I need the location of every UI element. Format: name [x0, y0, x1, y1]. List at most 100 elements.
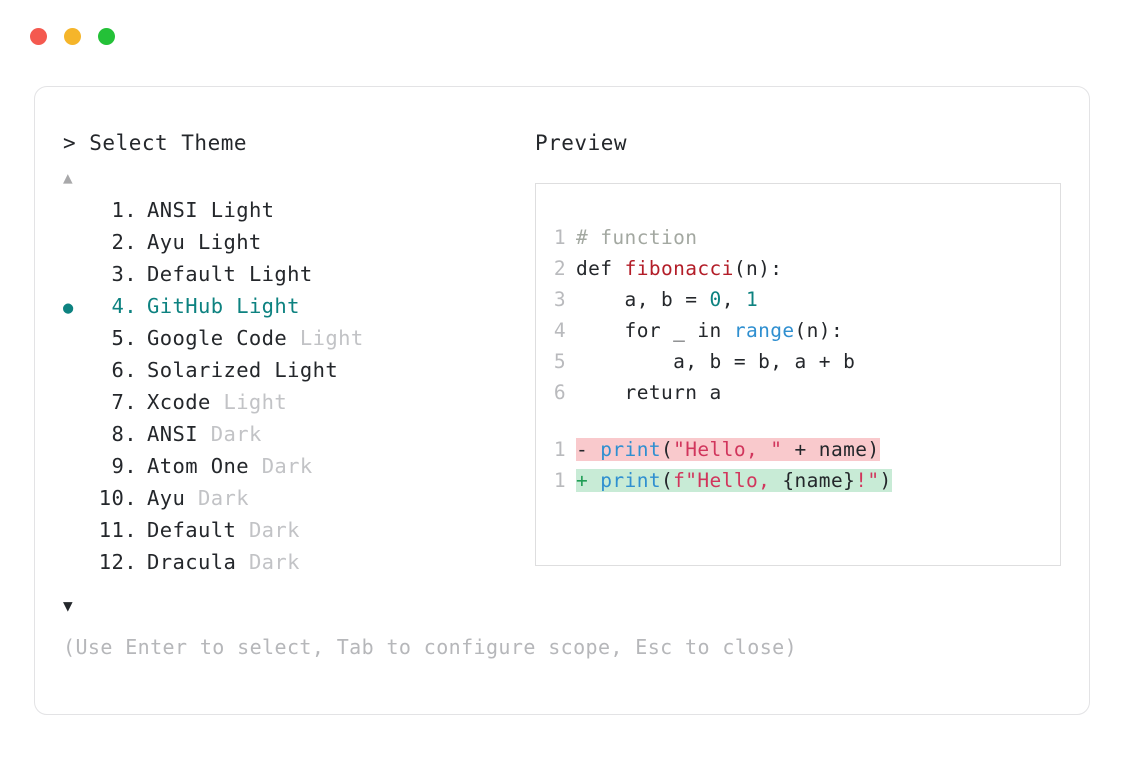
diff-block: 1- print("Hello, " + name)1 + print(f"Hel…	[536, 438, 1060, 500]
code-token: a, b =	[576, 288, 710, 311]
theme-list-item[interactable]: 7. Xcode Light	[63, 390, 533, 422]
code-line: 3 a, b = 0, 1	[536, 288, 1060, 319]
theme-list-item[interactable]: 1.ANSI Light	[63, 198, 533, 230]
theme-list-item[interactable]: 11.Default Dark	[63, 518, 533, 550]
code-line-text: for _ in range(n):	[576, 319, 843, 342]
theme-item-number: 11.	[98, 518, 137, 542]
theme-item-name: Atom One	[147, 454, 262, 478]
bullet-placeholder	[63, 268, 93, 285]
theme-item-number: 10.	[98, 486, 137, 510]
bullet-placeholder	[63, 428, 93, 445]
diff-line-body: + print(f"Hello, {name}!")	[576, 469, 892, 492]
bullet-placeholder	[63, 524, 93, 541]
theme-item-variant: Dark	[197, 486, 249, 510]
bullet-placeholder	[63, 204, 93, 221]
theme-item-variant: Dark	[248, 550, 300, 574]
diff-line-number: 1	[553, 469, 566, 492]
theme-item-number: 2.	[111, 230, 137, 254]
theme-item-name: Default	[147, 262, 249, 286]
diff-line-number: 1	[553, 438, 566, 461]
theme-list[interactable]: 1. ANSI Light 2. Ayu Light 3. Default Light…	[63, 198, 533, 582]
code-token: )	[879, 469, 892, 492]
theme-item-name: Google Code	[147, 326, 300, 350]
code-line: 4 for _ in range(n):	[536, 319, 1060, 350]
code-token: {name}	[782, 469, 856, 492]
code-token: + name)	[782, 438, 880, 461]
theme-item-variant: Light	[299, 326, 364, 350]
bullet-placeholder	[63, 364, 93, 381]
diff-added-line: 1 + print(f"Hello, {name}!")	[536, 469, 1060, 500]
close-window-button[interactable]	[30, 28, 47, 45]
scroll-up-indicator-icon[interactable]: ▲	[63, 168, 73, 187]
code-token: a, b = b, a + b	[576, 350, 856, 373]
theme-list-item[interactable]: 9. Atom One Dark	[63, 454, 533, 486]
theme-item-name: Ayu	[147, 230, 198, 254]
code-token: 0	[709, 288, 722, 311]
theme-item-name: Default	[147, 518, 249, 542]
theme-list-item[interactable]: 12. Dracula Dark	[63, 550, 533, 582]
minimize-window-button[interactable]	[64, 28, 81, 45]
theme-item-name: GitHub	[147, 294, 237, 318]
maximize-window-button[interactable]	[98, 28, 115, 45]
prompt-label: > Select Theme	[63, 131, 248, 155]
theme-list-item[interactable]: 6.Solarized Light	[63, 358, 533, 390]
theme-item-name: Solarized	[147, 358, 275, 382]
code-line-number: 5	[553, 350, 566, 373]
theme-item-variant: Dark	[261, 454, 313, 478]
theme-item-number: 12.	[98, 550, 137, 574]
code-token: return a	[576, 381, 722, 404]
code-token: ,	[721, 288, 746, 311]
code-token: (n):	[794, 319, 844, 342]
bullet-placeholder	[63, 460, 93, 477]
code-token: (	[660, 438, 674, 461]
theme-item-number: 3.	[111, 262, 137, 286]
theme-list-item[interactable]: ●4.GitHub Light	[63, 294, 533, 326]
theme-list-item[interactable]: 8.ANSI Dark	[63, 422, 533, 454]
theme-item-name: ANSI	[147, 422, 211, 446]
theme-list-item[interactable]: 5. Google Code Light	[63, 326, 533, 358]
scroll-down-indicator-icon[interactable]: ▼	[63, 596, 73, 615]
code-line: 5 a, b = b, a + b	[536, 350, 1060, 381]
selected-bullet-icon: ●	[63, 298, 74, 318]
bullet-placeholder	[63, 556, 93, 573]
diff-sign: -	[576, 438, 601, 461]
code-spacer	[536, 412, 1060, 438]
code-token: f"Hello,	[673, 469, 783, 492]
theme-item-name: Xcode	[147, 390, 224, 414]
code-token: for _ in	[576, 319, 734, 342]
theme-picker-card: > Select Theme ▲ 1. ANSI Light 2. Ayu Ligh…	[34, 86, 1090, 715]
theme-list-item[interactable]: 3. Default Light	[63, 262, 533, 294]
theme-list-item[interactable]: 2. Ayu Light	[63, 230, 533, 262]
code-token: !"	[855, 469, 880, 492]
code-token: (n):	[733, 257, 783, 280]
theme-item-name: Dracula	[147, 550, 249, 574]
theme-item-name: ANSI	[147, 198, 211, 222]
diff-sign: +	[576, 469, 601, 492]
theme-list-item[interactable]: 10.Ayu Dark	[63, 486, 533, 518]
theme-item-variant: Light	[197, 230, 262, 254]
theme-item-number: 5.	[111, 326, 137, 350]
code-line-number: 4	[553, 319, 566, 342]
theme-select-pane: > Select Theme ▲ 1. ANSI Light 2. Ayu Ligh…	[63, 133, 533, 616]
theme-item-variant: Dark	[210, 422, 262, 446]
bullet-placeholder	[63, 396, 93, 413]
theme-item-variant: Light	[223, 390, 288, 414]
code-line-number: 1	[553, 226, 566, 249]
code-token: fibonacci	[624, 257, 734, 280]
code-line-text: a, b = b, a + b	[576, 350, 855, 373]
code-token: (	[660, 469, 674, 492]
code-line-text: def fibonacci(n):	[576, 257, 782, 280]
theme-item-variant: Light	[236, 294, 300, 318]
diff-removed-line: 1- print("Hello, " + name)	[536, 438, 1060, 469]
theme-item-number: 1.	[111, 198, 137, 222]
theme-item-number: 9.	[111, 454, 137, 478]
code-line: 1# function	[536, 226, 1060, 257]
code-line-text: return a	[576, 381, 722, 404]
theme-item-number: 7.	[111, 390, 137, 414]
theme-item-variant: Light	[248, 262, 313, 286]
